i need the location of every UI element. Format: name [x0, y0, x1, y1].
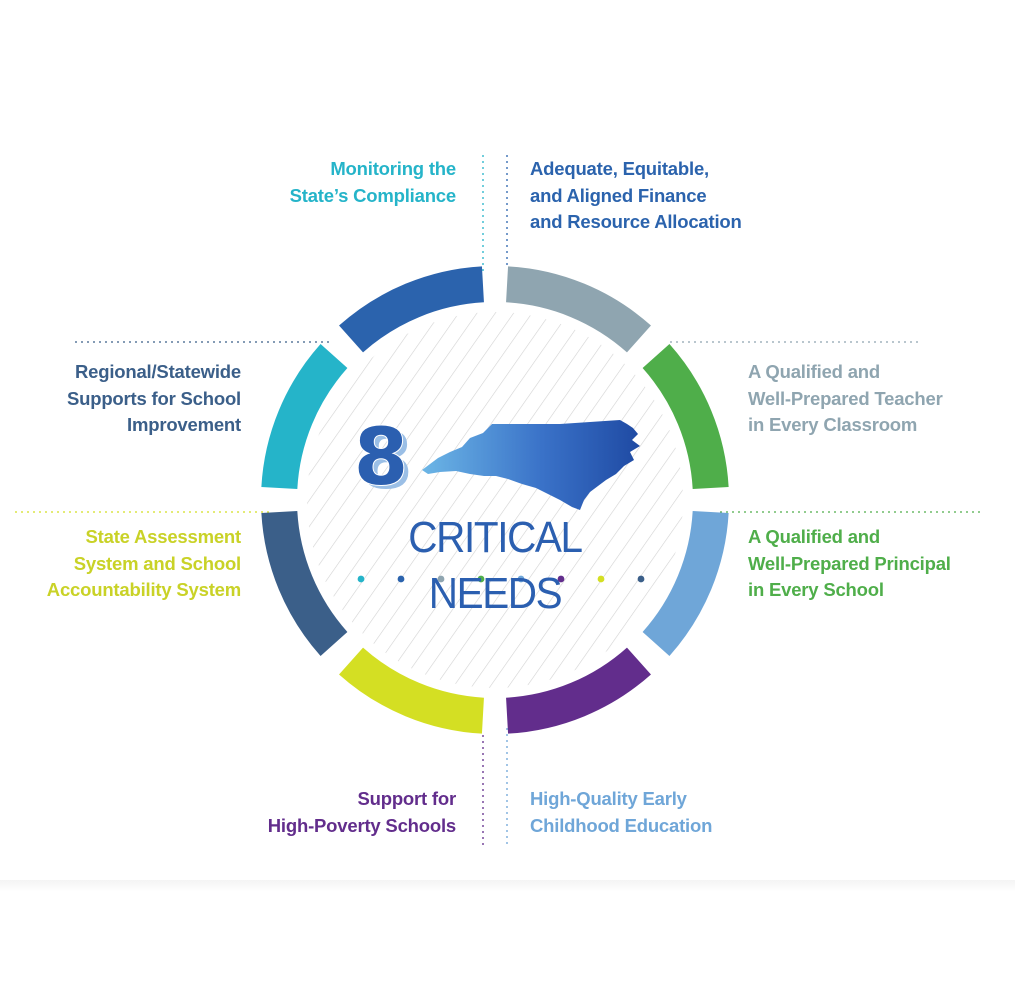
- need-line: Improvement: [127, 414, 241, 435]
- color-dot: [597, 575, 605, 583]
- color-dot: [357, 575, 365, 583]
- need-line: Monitoring the: [330, 158, 456, 179]
- need-line: and Resource Allocation: [530, 211, 742, 232]
- need-line: Well-Prepared Teacher: [748, 387, 943, 409]
- need-line: Support for: [357, 788, 456, 809]
- ring-segment-assessment: [339, 647, 484, 734]
- need-line: in Every Classroom: [748, 414, 918, 435]
- need-label-regional: Regional/Statewide Supports for School I…: [67, 359, 241, 439]
- bottom-band: [0, 880, 1015, 892]
- need-line: State’s Compliance: [289, 184, 457, 206]
- color-dot: [637, 575, 645, 583]
- need-line: Well-Prepared Principal: [748, 552, 951, 574]
- need-line: Adequate, Equitable,: [530, 158, 709, 179]
- center-number-text: 8: [354, 413, 408, 503]
- need-line: System and School: [73, 552, 241, 574]
- guide-lines: [15, 155, 980, 845]
- color-dot: [397, 575, 405, 583]
- need-label-early-childhood: High-Quality Early Childhood Education: [530, 786, 712, 839]
- need-line: in Every School: [748, 579, 884, 600]
- need-line: High-Poverty Schools: [267, 814, 456, 836]
- need-line: High-Quality Early: [530, 788, 687, 809]
- ring-segment-high-poverty: [506, 647, 651, 734]
- ring-segment-early-childhood: [642, 511, 729, 656]
- need-line: Supports for School: [66, 387, 241, 409]
- color-dot: [557, 575, 565, 583]
- color-dot: [517, 575, 525, 583]
- center-title: CRITICAL NEEDS: [408, 513, 583, 618]
- need-label-assessment: State Assessment System and School Accou…: [47, 524, 241, 604]
- need-label-principal: A Qualified and Well-Prepared Principal …: [748, 524, 951, 604]
- need-line: A Qualified and: [748, 526, 880, 547]
- need-label-finance: Adequate, Equitable, and Aligned Finance…: [530, 156, 742, 236]
- north-carolina-map-icon: [422, 420, 640, 510]
- ring-segment-regional: [261, 511, 348, 656]
- center-number: 8: [359, 417, 413, 507]
- color-dot: [477, 575, 485, 583]
- ring-segment-monitoring: [261, 344, 348, 489]
- color-dot: [437, 575, 445, 583]
- need-label-teacher: A Qualified and Well-Prepared Teacher in…: [748, 359, 943, 439]
- ring-segment-finance: [339, 266, 484, 353]
- dot-row: [357, 575, 645, 583]
- need-line: and Aligned Finance: [530, 184, 707, 206]
- need-label-monitoring: Monitoring the State’s Compliance: [289, 156, 457, 209]
- hatch-pattern: [307, 312, 683, 688]
- ring-segments: [261, 266, 729, 734]
- need-line: Childhood Education: [530, 814, 713, 836]
- need-line: A Qualified and: [748, 361, 880, 382]
- ring-segment-principal: [642, 344, 729, 489]
- ring-segment-teacher: [506, 266, 651, 353]
- need-label-high-poverty: Support for High-Poverty Schools: [268, 786, 456, 839]
- need-line: Regional/Statewide: [74, 361, 241, 382]
- need-line: State Assessment: [85, 526, 242, 547]
- need-line: Accountability System: [46, 579, 241, 600]
